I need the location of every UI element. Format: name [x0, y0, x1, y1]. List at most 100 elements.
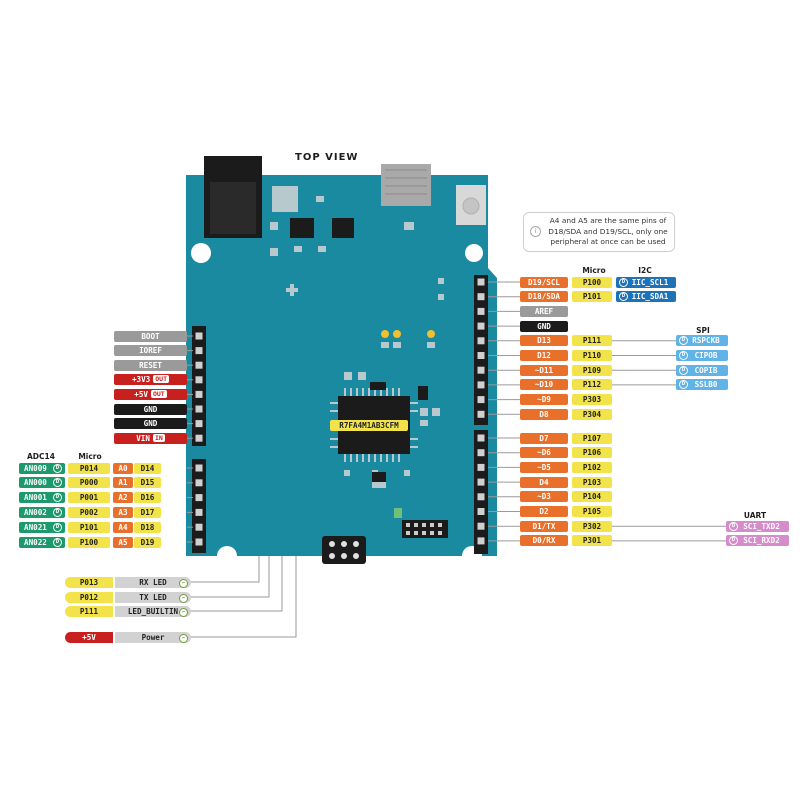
digital-badge: D: [679, 351, 688, 360]
led-micro: P012: [65, 591, 113, 603]
pin-d5: ~D5: [520, 461, 568, 473]
usb-icsp-header: [402, 520, 448, 538]
header-pin: [195, 347, 203, 355]
header-pin: [477, 463, 485, 471]
analog-label: A5: [113, 536, 133, 548]
header-pin: [195, 538, 203, 546]
header-pin: [195, 523, 203, 531]
header-pin: [195, 376, 203, 384]
analog-label: A1: [113, 477, 133, 489]
header-pin: [195, 405, 203, 413]
mount-hole: [191, 243, 211, 263]
pin-aref: AREF: [520, 305, 568, 317]
header-pin: [477, 449, 485, 457]
pin-d12: D12: [520, 350, 568, 361]
header-pin: [477, 508, 485, 515]
header-pin: [477, 478, 485, 486]
digital-badge: D: [53, 537, 62, 547]
micro-label: P302: [572, 520, 612, 532]
micro-label: P014: [68, 462, 110, 474]
pin-d0rx: D0/RX: [520, 535, 568, 547]
header-uart: UART: [743, 511, 767, 520]
digital-label: D14: [134, 462, 161, 474]
micro-label: P304: [572, 408, 612, 420]
led-label: Power: [115, 631, 191, 643]
power-direction-badge: IN: [152, 433, 165, 442]
header-pin: [477, 537, 485, 545]
led-icon: ←: [179, 578, 188, 588]
micro-label: P101: [68, 521, 110, 533]
left-header-power: [192, 326, 206, 446]
right-header-bottom: [474, 430, 488, 554]
led-label: TX LED: [115, 591, 191, 603]
rx-led-indicator: [381, 330, 389, 338]
icsp-header: [322, 536, 366, 564]
header-pin: [195, 464, 203, 472]
micro-label: P303: [572, 394, 612, 406]
pin-d7: D7: [520, 432, 568, 444]
a4-a5-note: i A4 and A5 are the same pins of D18/SDA…: [523, 212, 675, 252]
power-direction-badge: OUT: [153, 375, 170, 384]
builtin-led-indicator: [427, 330, 435, 338]
header-pin: [477, 352, 485, 359]
micro-label: P104: [572, 491, 612, 503]
note-line-1: A4 and A5 are the same pins of: [549, 216, 667, 225]
pin-gnd: GND: [520, 320, 568, 332]
header-pin: [195, 361, 203, 369]
header-pin: [195, 494, 203, 502]
micro-label: P101: [572, 291, 612, 303]
digital-label: D18: [134, 521, 161, 533]
note-line-3: peripheral at once can be used: [550, 237, 666, 246]
led-micro: +5V: [65, 631, 113, 643]
header-pin: [195, 479, 203, 487]
pin-d10: ~D10: [520, 379, 568, 391]
digital-badge: D: [53, 507, 62, 517]
power-led-indicator: [394, 508, 402, 518]
micro-label: P112: [572, 379, 612, 391]
micro-label: P110: [572, 350, 612, 361]
micro-label: P107: [572, 432, 612, 444]
led-micro: P013: [65, 576, 113, 588]
power-pin-reset: RESET: [114, 359, 187, 371]
led-micro: P111: [65, 605, 113, 617]
micro-label: P111: [572, 335, 612, 347]
led-label: RX LED: [115, 576, 191, 588]
analog-label: A3: [113, 506, 133, 518]
header-pin: [477, 434, 485, 442]
micro-label: P001: [68, 492, 110, 504]
pin-d11: ~D11: [520, 364, 568, 376]
header-pin: [195, 390, 203, 398]
digital-label: D17: [134, 506, 161, 518]
digital-badge: D: [729, 536, 738, 546]
pin-d1tx: D1/TX: [520, 520, 568, 532]
pin-d9: ~D9: [520, 394, 568, 406]
pin-d6: ~D6: [520, 447, 568, 459]
tx-led-indicator: [393, 330, 401, 338]
pin-d4: D4: [520, 476, 568, 488]
micro-label: P109: [572, 364, 612, 376]
header-pin: [195, 332, 203, 340]
header-pin: [477, 522, 485, 530]
header-micro-right: Micro: [582, 266, 606, 275]
mount-hole: [465, 244, 483, 262]
header-pin: [477, 493, 485, 501]
digital-badge: D: [53, 493, 62, 503]
header-pin: [195, 434, 203, 442]
pin-d19scl: D19/SCL: [520, 276, 568, 288]
digital-label: D15: [134, 477, 161, 489]
chip-label: R7FA4M1AB3CFM: [330, 420, 408, 431]
micro-label: P105: [572, 506, 612, 517]
